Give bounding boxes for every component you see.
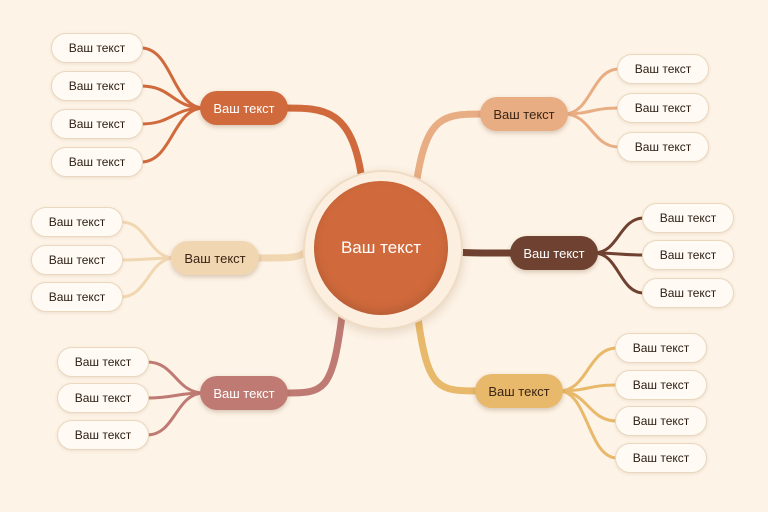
leaf-node-label: Ваш текст (659, 211, 717, 225)
trunk-connector-upper-right (412, 110, 488, 190)
leaf-node-middle-left-2[interactable]: Ваш текст (31, 245, 123, 275)
leaf-connector-middle-left-3 (119, 256, 177, 299)
leaf-node-lower-left-1[interactable]: Ваш текст (57, 347, 149, 377)
leaf-node-label: Ваш текст (632, 341, 690, 355)
branch-node-middle-right[interactable]: Ваш текст (510, 236, 598, 270)
leaf-node-lower-right-1[interactable]: Ваш текст (615, 333, 707, 363)
leaf-connector-upper-right-3 (562, 112, 621, 149)
trunk-connector-lower-right (414, 314, 483, 395)
branch-node-label: Ваш текст (184, 250, 246, 266)
leaf-node-label: Ваш текст (74, 355, 132, 369)
leaf-node-lower-right-2[interactable]: Ваш текст (615, 370, 707, 400)
leaf-node-label: Ваш текст (48, 253, 106, 267)
leaf-node-middle-right-3[interactable]: Ваш текст (642, 278, 734, 308)
trunk-connector-upper-left (280, 104, 366, 184)
leaf-node-label: Ваш текст (634, 62, 692, 76)
leaf-node-upper-left-4[interactable]: Ваш текст (51, 147, 143, 177)
branch-node-label: Ваш текст (488, 383, 550, 399)
central-node[interactable]: Ваш текст (314, 181, 448, 315)
branch-node-label: Ваш текст (493, 106, 555, 122)
leaf-node-label: Ваш текст (48, 290, 106, 304)
leaf-node-label: Ваш текст (632, 451, 690, 465)
leaf-node-upper-left-1[interactable]: Ваш текст (51, 33, 143, 63)
leaf-node-lower-right-3[interactable]: Ваш текст (615, 406, 707, 436)
trunk-connector-lower-left (280, 312, 346, 397)
leaf-node-label: Ваш текст (634, 101, 692, 115)
leaf-connector-lower-right-4 (557, 389, 619, 460)
leaf-node-middle-left-1[interactable]: Ваш текст (31, 207, 123, 237)
leaf-node-label: Ваш текст (68, 117, 126, 131)
leaf-node-lower-right-4[interactable]: Ваш текст (615, 443, 707, 473)
leaf-node-upper-right-1[interactable]: Ваш текст (617, 54, 709, 84)
branch-node-label: Ваш текст (213, 385, 275, 401)
leaf-node-label: Ваш текст (48, 215, 106, 229)
leaf-node-label: Ваш текст (74, 391, 132, 405)
leaf-node-upper-right-2[interactable]: Ваш текст (617, 93, 709, 123)
leaf-connector-upper-left-1 (139, 46, 206, 110)
leaf-node-lower-left-3[interactable]: Ваш текст (57, 420, 149, 450)
leaf-node-label: Ваш текст (659, 286, 717, 300)
leaf-connector-middle-right-3 (592, 251, 646, 295)
trunk-connector-middle-right (454, 248, 518, 257)
leaf-node-middle-right-1[interactable]: Ваш текст (642, 203, 734, 233)
leaf-node-middle-right-2[interactable]: Ваш текст (642, 240, 734, 270)
leaf-node-label: Ваш текст (68, 41, 126, 55)
trunk-connector-middle-left (251, 248, 310, 262)
branch-node-upper-right[interactable]: Ваш текст (480, 97, 568, 131)
leaf-node-label: Ваш текст (632, 414, 690, 428)
leaf-node-label: Ваш текст (68, 155, 126, 169)
leaf-node-middle-left-3[interactable]: Ваш текст (31, 282, 123, 312)
leaf-connector-lower-left-3 (145, 391, 206, 437)
leaf-connector-lower-right-3 (557, 389, 619, 423)
branch-node-lower-right[interactable]: Ваш текст (475, 374, 563, 408)
branch-node-upper-left[interactable]: Ваш текст (200, 91, 288, 125)
leaf-node-upper-left-3[interactable]: Ваш текст (51, 109, 143, 139)
leaf-node-upper-right-3[interactable]: Ваш текст (617, 132, 709, 162)
leaf-node-label: Ваш текст (634, 140, 692, 154)
branch-node-label: Ваш текст (213, 100, 275, 116)
branch-node-middle-left[interactable]: Ваш текст (171, 241, 259, 275)
branch-node-lower-left[interactable]: Ваш текст (200, 376, 288, 410)
branch-node-label: Ваш текст (523, 245, 585, 261)
leaf-connector-middle-right-1 (592, 216, 646, 255)
leaf-node-label: Ваш текст (68, 79, 126, 93)
leaf-node-upper-left-2[interactable]: Ваш текст (51, 71, 143, 101)
leaf-connector-lower-left-1 (145, 360, 206, 395)
leaf-connector-upper-left-4 (139, 106, 206, 164)
central-node-label: Ваш текст (340, 238, 422, 257)
leaf-node-label: Ваш текст (659, 248, 717, 262)
leaf-node-label: Ваш текст (74, 428, 132, 442)
leaf-node-label: Ваш текст (632, 378, 690, 392)
leaf-node-lower-left-2[interactable]: Ваш текст (57, 383, 149, 413)
leaf-connector-middle-left-1 (119, 220, 177, 260)
